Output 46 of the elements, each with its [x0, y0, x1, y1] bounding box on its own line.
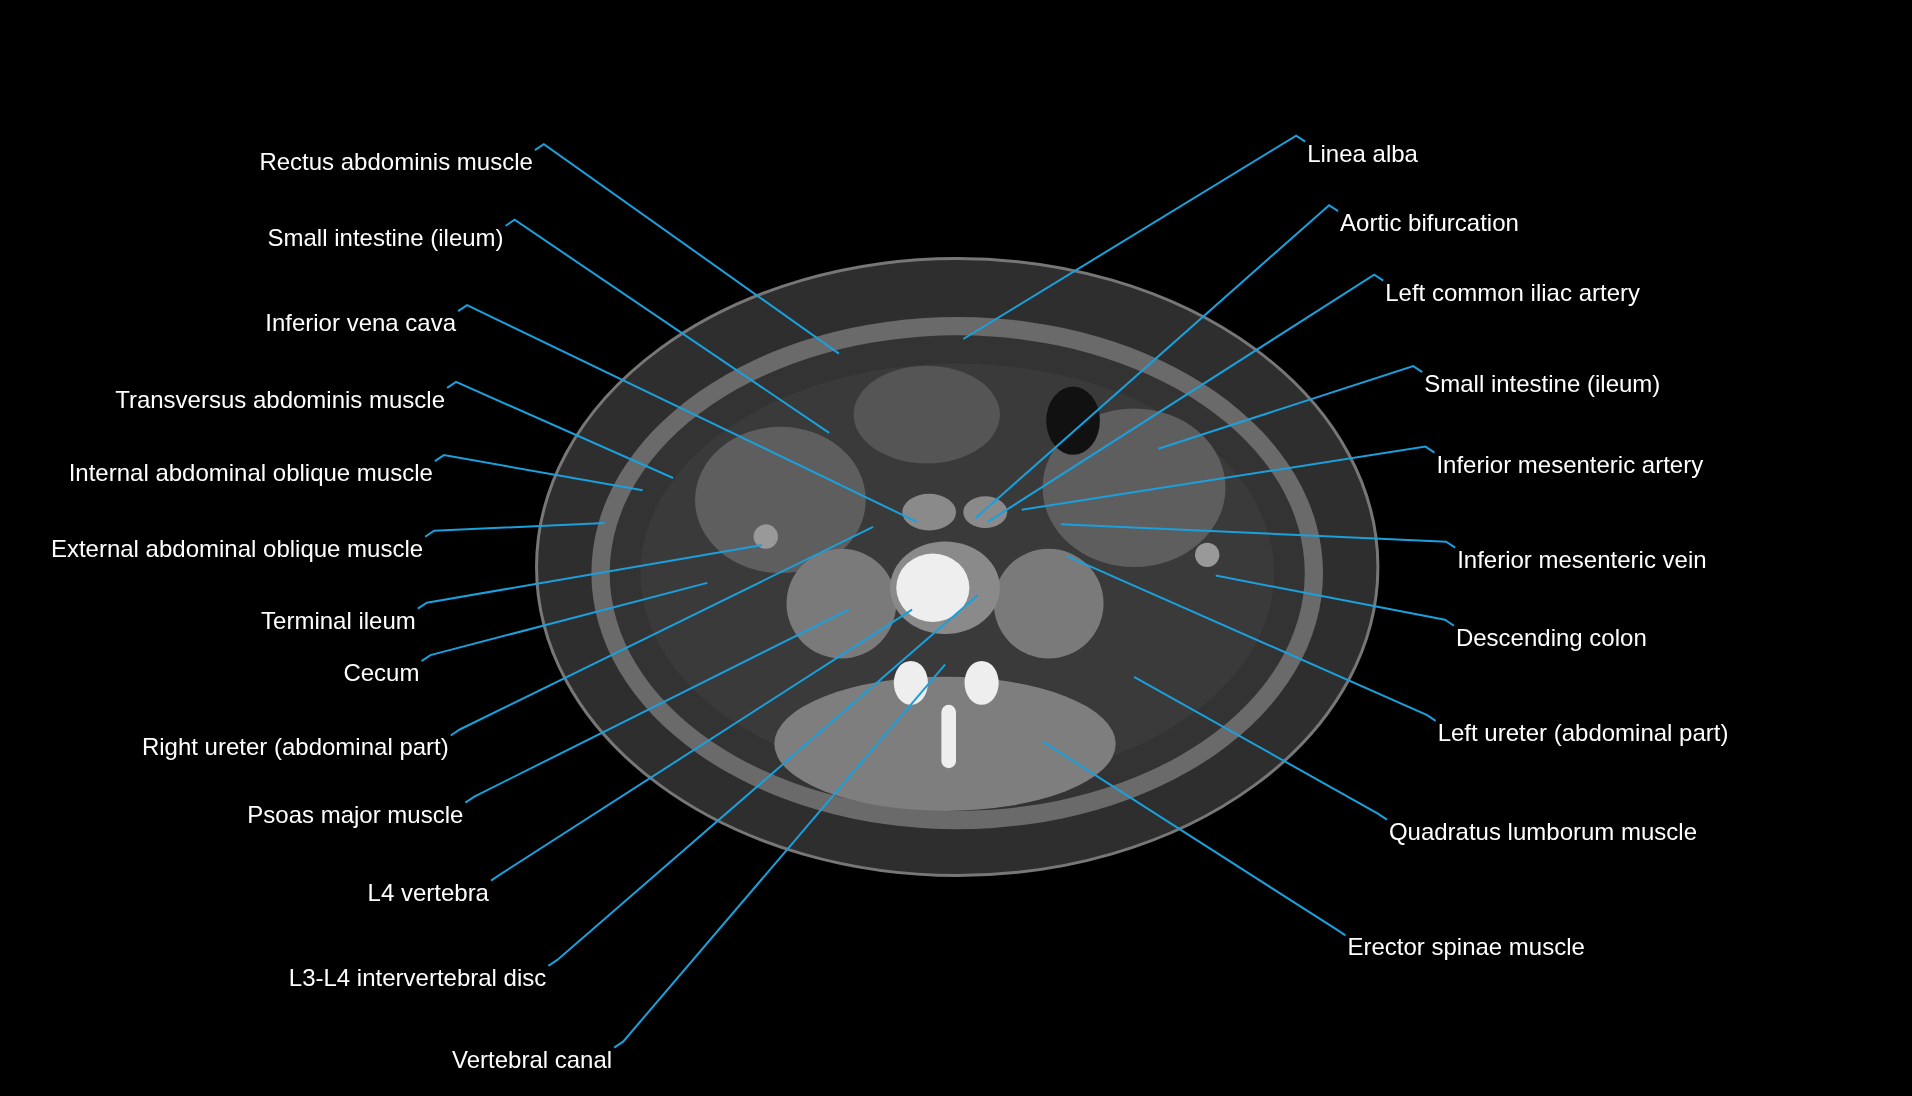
structure-label: Rectus abdominis muscle — [259, 148, 533, 177]
leader-line — [489, 608, 914, 882]
structure-label: Psoas major muscle — [247, 800, 464, 829]
structure-label: L3-L4 intervertebral disc — [288, 963, 547, 992]
leader-line — [1020, 445, 1436, 511]
leader-line — [464, 608, 850, 804]
structure-label: L4 vertebra — [367, 878, 489, 907]
leader-line — [1065, 555, 1437, 722]
leader-line — [986, 273, 1385, 523]
leader-line — [446, 380, 675, 479]
leader-line — [1041, 740, 1347, 937]
leader-line — [1157, 365, 1424, 450]
leader-line — [504, 218, 831, 434]
leader-line — [416, 544, 764, 610]
structure-label: Vertebral canal — [452, 1045, 613, 1074]
structure-label: Transversus abdominis muscle — [115, 385, 446, 414]
structure-label: Aortic bifurcation — [1340, 209, 1519, 238]
structure-label: Left ureter (abdominal part) — [1437, 718, 1729, 747]
leader-line — [449, 525, 875, 737]
leader-line — [974, 203, 1340, 520]
leader-line — [457, 304, 918, 523]
structure-label: Internal abdominal oblique muscle — [68, 459, 433, 488]
structure-label: Descending colon — [1455, 623, 1647, 652]
leader-line — [1133, 675, 1388, 821]
structure-label: Left common iliac artery — [1385, 278, 1640, 307]
structure-label: External abdominal oblique muscle — [50, 534, 424, 563]
leader-line — [1214, 574, 1455, 627]
leader-line — [433, 454, 644, 492]
structure-label: Inferior mesenteric artery — [1436, 450, 1704, 479]
leader-line — [1059, 523, 1457, 549]
structure-label: Right ureter (abdominal part) — [141, 733, 449, 762]
structure-label: Small intestine (ileum) — [1424, 370, 1661, 399]
structure-label: Terminal ileum — [261, 606, 416, 635]
leader-line — [613, 663, 947, 1049]
structure-label: Small intestine (ileum) — [267, 223, 504, 252]
structure-label: Erector spinae muscle — [1347, 933, 1585, 962]
structure-label: Inferior mesenteric vein — [1457, 545, 1707, 574]
structure-label: Linea alba — [1307, 139, 1418, 168]
leader-line — [424, 522, 606, 538]
leader-line — [420, 581, 709, 663]
structure-label: Inferior vena cava — [265, 309, 457, 338]
leader-line — [533, 142, 840, 355]
leader-line — [962, 134, 1307, 340]
structure-label: Cecum — [343, 659, 420, 688]
leader-line — [547, 594, 979, 967]
structure-label: Quadratus lumborum muscle — [1388, 817, 1697, 846]
